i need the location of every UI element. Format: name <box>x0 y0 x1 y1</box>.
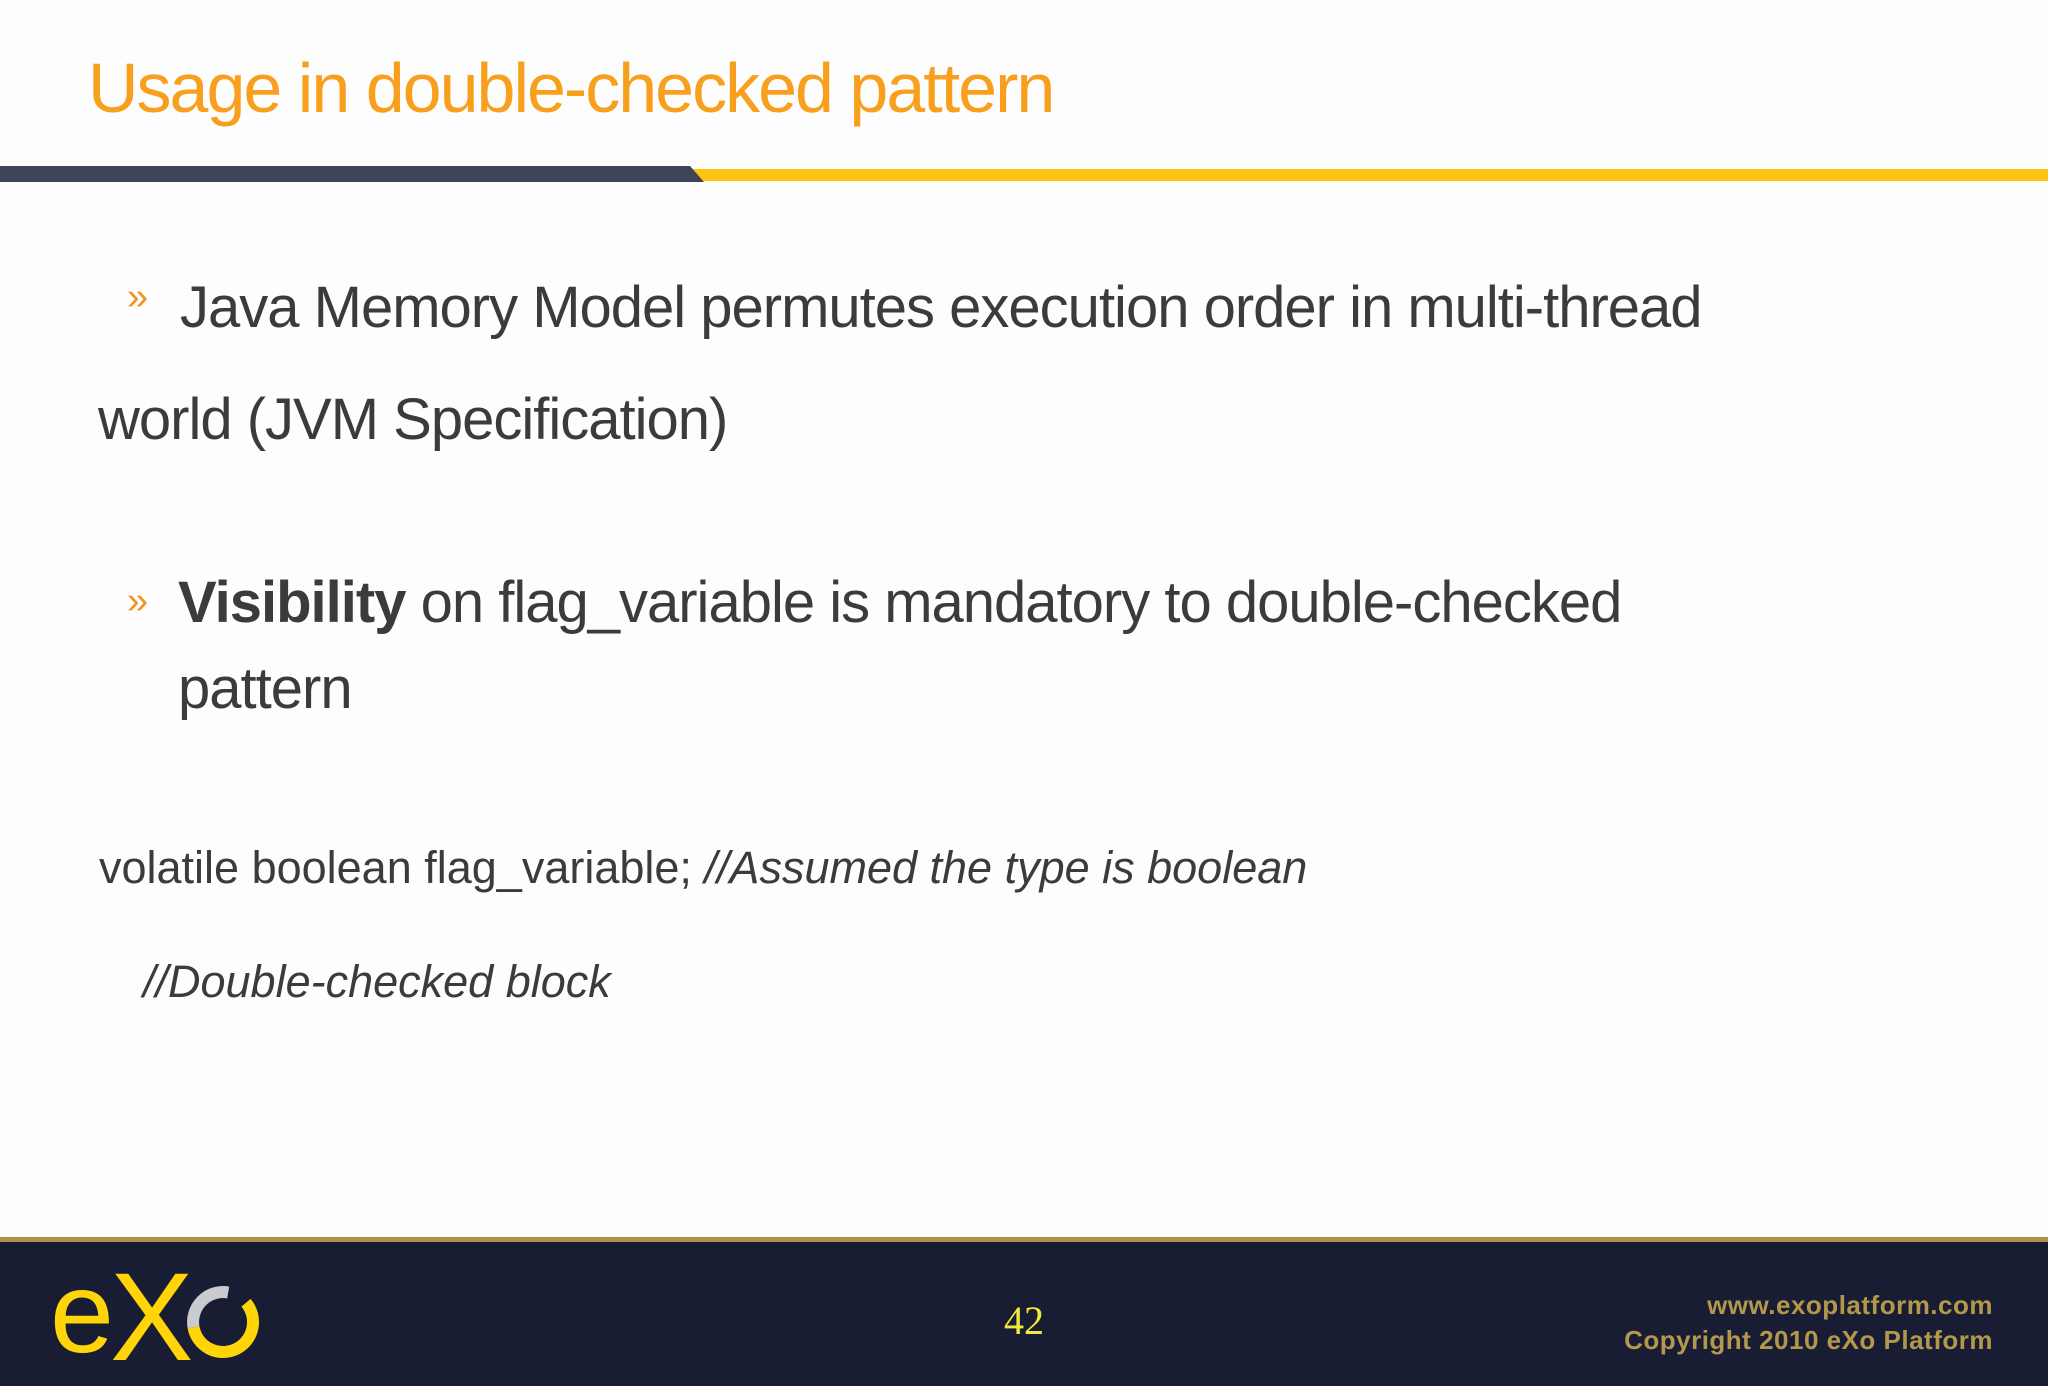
footer-website: www.exoplatform.com <box>1707 1290 1993 1320</box>
footer-copyright: Copyright 2010 eXo Platform <box>1624 1325 1993 1355</box>
bullet-line: pattern <box>178 656 353 721</box>
divider-gold-bar <box>672 169 2048 181</box>
code-statement: volatile boolean flag_variable; <box>99 842 705 893</box>
footer-bar: e X 42 www.exoplatform.com Copyright 201… <box>0 1242 2048 1386</box>
footer-gold-line <box>0 1237 2048 1242</box>
bullet-line: Visibility on flag_variable is mandatory… <box>178 560 1698 646</box>
logo-o-gray-arc <box>187 1286 230 1329</box>
slide-title: Usage in double-checked pattern <box>88 49 1055 127</box>
page-number: 42 <box>1004 1298 1044 1343</box>
code-declaration-line: volatile boolean flag_variable; //Assume… <box>99 838 1307 898</box>
bullet-item-jmm: Java Memory Model permutes execution ord… <box>98 275 1703 452</box>
exo-logo: e X <box>50 1255 260 1370</box>
bullet-marker-icon: » <box>127 580 149 622</box>
bullet-item-visibility: Visibility on flag_variable is mandatory… <box>178 560 1698 732</box>
bullet-marker-icon: » <box>127 276 149 318</box>
bullet-rest-text: on flag_variable is mandatory to double-… <box>405 570 1623 635</box>
code-block-comment: //Double-checked block <box>143 956 611 1007</box>
title-divider <box>0 166 2048 183</box>
logo-letter-x: X <box>110 1255 193 1370</box>
footer-right-text: www.exoplatform.com Copyright 2010 eXo P… <box>1624 1288 1993 1358</box>
logo-o-yellow-arc <box>187 1298 260 1358</box>
logo-letter-e: e <box>50 1255 114 1370</box>
code-inline-comment: //Assumed the type is boolean <box>704 842 1308 893</box>
bullet-bold-text: Visibility <box>178 570 406 635</box>
divider-navy-bar <box>0 166 704 182</box>
